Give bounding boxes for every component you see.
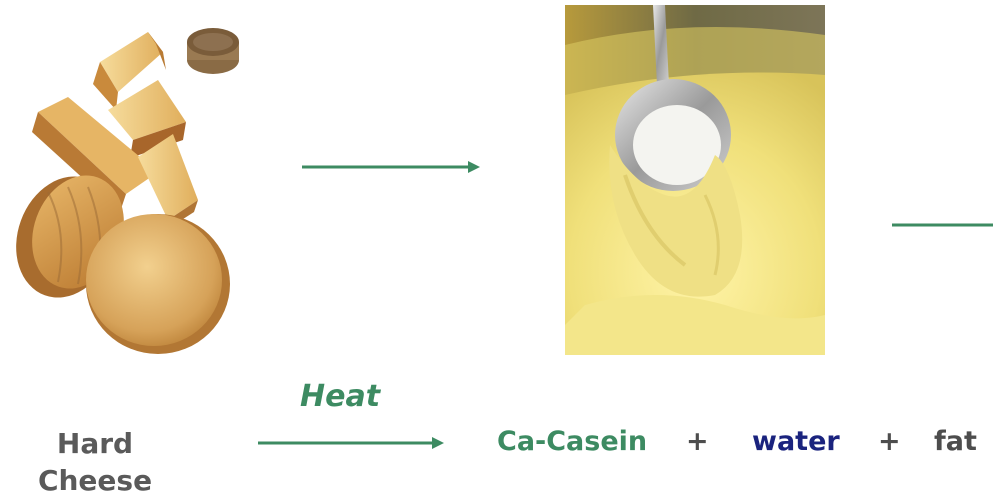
hard-cheese-label: Hard Cheese (30, 425, 160, 499)
water-term: water (752, 426, 840, 457)
hard-cheese-illustration (16, 28, 239, 354)
ca-casein-term: Ca-Casein (497, 426, 648, 457)
cheese-wedge-top (93, 32, 166, 110)
process-arrow-top (302, 161, 480, 173)
small-cheese-piece (187, 28, 239, 74)
process-arrow-right (892, 223, 993, 227)
fat-term: fat (934, 426, 977, 457)
cheese-wedge-middle (108, 80, 186, 158)
hard-cheese-label-line2: Cheese (37, 464, 153, 497)
heat-arrow (258, 437, 444, 449)
plus-sign-2: + (878, 426, 901, 457)
melted-cheese-spoon-illustration (565, 5, 825, 355)
hard-cheese-label-line1: Hard (56, 427, 134, 460)
plus-sign-1: + (686, 426, 709, 457)
cheese-wheel-large (86, 214, 230, 354)
heat-label: Heat (300, 379, 381, 414)
